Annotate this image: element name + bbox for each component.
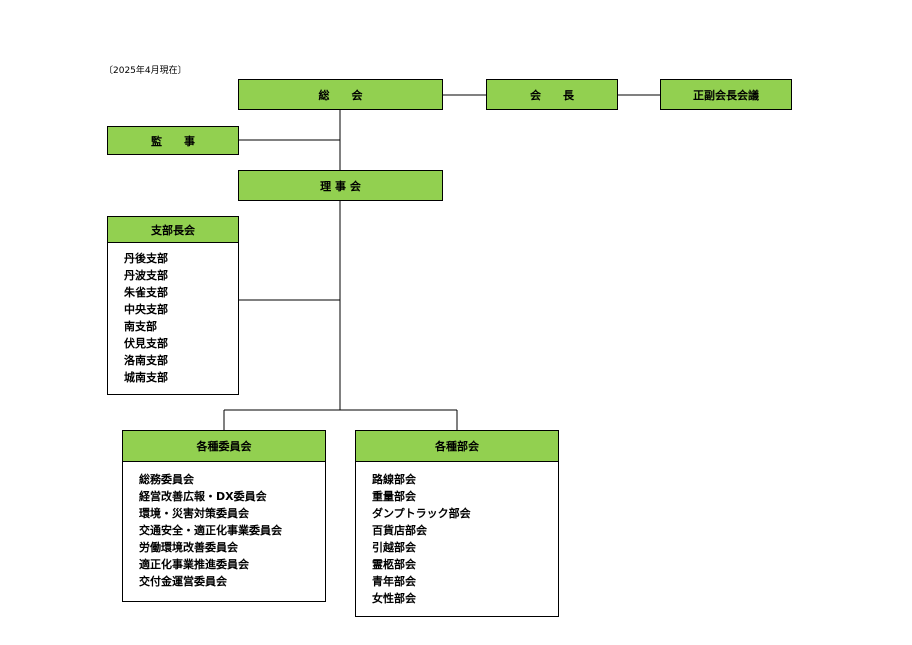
division-item: 青年部会: [372, 575, 416, 588]
branch-item: 丹波支部: [124, 269, 168, 282]
branch-council-panel: 支部長会 丹後支部 丹波支部 朱雀支部 中央支部 南支部 伏見支部 洛南支部 城…: [107, 216, 239, 395]
branch-item: 朱雀支部: [124, 286, 168, 299]
board-box: 理 事 会: [238, 170, 443, 201]
division-item: ダンプトラック部会: [372, 507, 471, 520]
division-item: 霊柩部会: [372, 558, 416, 571]
divisions-panel: 各種部会 路線部会 重量部会 ダンプトラック部会 百貨店部会 引越部会 霊柩部会…: [355, 430, 559, 617]
divisions-title: 各種部会: [356, 431, 558, 462]
committee-item: 経営改善広報・DX委員会: [139, 490, 267, 503]
division-item: 路線部会: [372, 473, 416, 486]
date-note: 〔2025年4月現在〕: [104, 66, 187, 76]
committee-item: 交通安全・適正化事業委員会: [139, 524, 282, 537]
branch-item: 城南支部: [124, 371, 168, 384]
branch-council-title: 支部長会: [108, 217, 238, 243]
committees-panel: 各種委員会 総務委員会 経営改善広報・DX委員会 環境・災害対策委員会 交通安全…: [122, 430, 326, 602]
committee-item: 労働環境改善委員会: [139, 541, 238, 554]
branch-item: 南支部: [124, 320, 157, 333]
branch-item: 中央支部: [124, 303, 168, 316]
committee-list: 総務委員会 経営改善広報・DX委員会 環境・災害対策委員会 交通安全・適正化事業…: [123, 462, 325, 590]
division-item: 女性部会: [372, 592, 416, 605]
division-item: 重量部会: [372, 490, 416, 503]
committee-item: 適正化事業推進委員会: [139, 558, 249, 571]
general-assembly-box: 総 会: [238, 79, 443, 110]
auditor-box: 監 事: [107, 126, 239, 155]
branch-item: 伏見支部: [124, 337, 168, 350]
division-list: 路線部会 重量部会 ダンプトラック部会 百貨店部会 引越部会 霊柩部会 青年部会…: [356, 462, 558, 607]
chairman-box: 会 長: [486, 79, 618, 110]
branch-list: 丹後支部 丹波支部 朱雀支部 中央支部 南支部 伏見支部 洛南支部 城南支部: [108, 243, 238, 386]
committees-title: 各種委員会: [123, 431, 325, 462]
division-item: 百貨店部会: [372, 524, 427, 537]
branch-item: 丹後支部: [124, 252, 168, 265]
committee-item: 交付金運営委員会: [139, 575, 227, 588]
committee-item: 総務委員会: [139, 473, 194, 486]
vice-chair-meeting-box: 正副会長会議: [660, 79, 792, 110]
committee-item: 環境・災害対策委員会: [139, 507, 249, 520]
branch-item: 洛南支部: [124, 354, 168, 367]
division-item: 引越部会: [372, 541, 416, 554]
